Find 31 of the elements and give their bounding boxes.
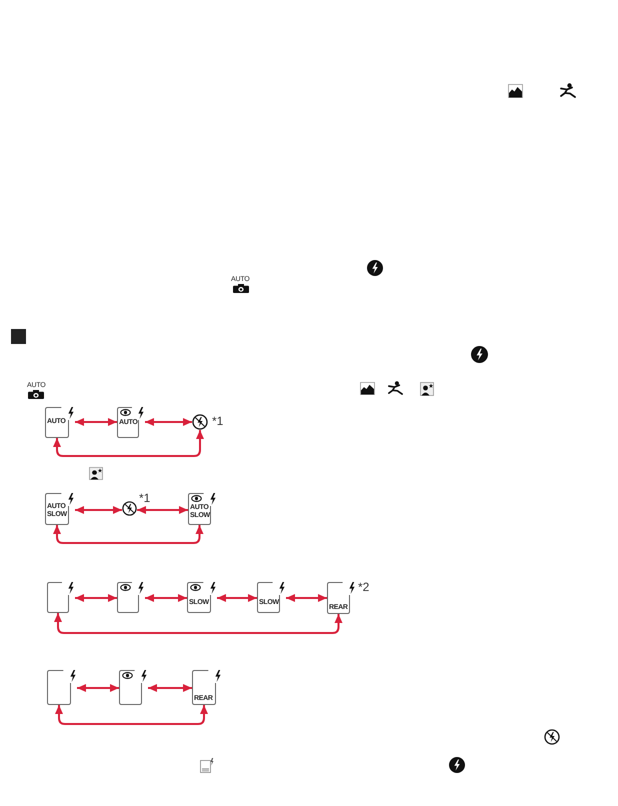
double-headed-arrow — [217, 594, 257, 602]
flash-mode-box — [327, 582, 356, 614]
footnote-mark: *1 — [212, 415, 224, 427]
double-headed-arrow — [145, 418, 192, 426]
double-headed-arrow — [77, 684, 119, 692]
return-arrow — [54, 613, 342, 634]
flash-mode-box — [119, 670, 148, 705]
flash-mode-box — [45, 493, 75, 525]
return-arrow — [53, 525, 204, 544]
footnote-mark: *2 — [358, 581, 370, 593]
double-headed-arrow — [286, 594, 327, 602]
return-arrow — [53, 430, 204, 457]
footnote-mark: *1 — [139, 492, 150, 504]
flash-mode-box — [257, 582, 286, 613]
flash-off-icon — [122, 501, 137, 516]
return-arrow — [55, 705, 208, 725]
flash-mode-box — [187, 582, 217, 613]
double-headed-arrow — [75, 506, 122, 514]
double-headed-arrow — [137, 506, 188, 514]
flash-mode-box — [47, 670, 77, 705]
double-headed-arrow — [145, 594, 187, 602]
double-headed-arrow — [148, 684, 192, 692]
flash-mode-box — [188, 493, 217, 525]
flash-mode-box — [192, 670, 222, 705]
flash-off-icon — [192, 414, 208, 430]
flash-mode-box — [47, 582, 75, 613]
double-headed-arrow — [75, 418, 117, 426]
double-headed-arrow — [75, 594, 117, 602]
flash-mode-box — [117, 407, 145, 438]
flash-mode-box — [117, 582, 145, 613]
flash-mode-box — [45, 407, 75, 438]
